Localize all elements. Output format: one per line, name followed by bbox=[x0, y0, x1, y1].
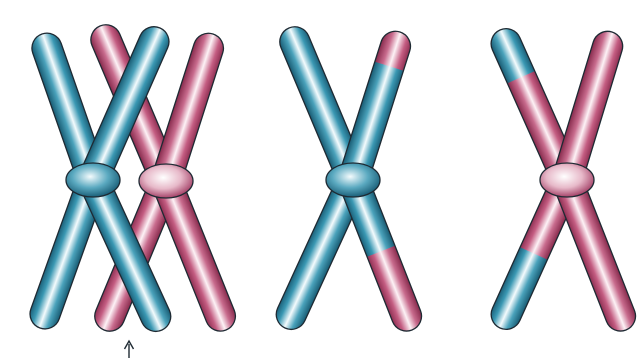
recombinant-blue-centromere bbox=[326, 163, 380, 197]
homologous-pair-panel bbox=[26, 20, 240, 337]
blue-centromere bbox=[66, 163, 120, 197]
recombinant-pink-panel bbox=[486, 23, 640, 336]
arrow-up-icon bbox=[125, 341, 134, 358]
pink-centromere bbox=[139, 164, 193, 198]
recombinant-pink-centromere bbox=[540, 163, 594, 197]
recombinant-blue-panel bbox=[271, 22, 426, 336]
